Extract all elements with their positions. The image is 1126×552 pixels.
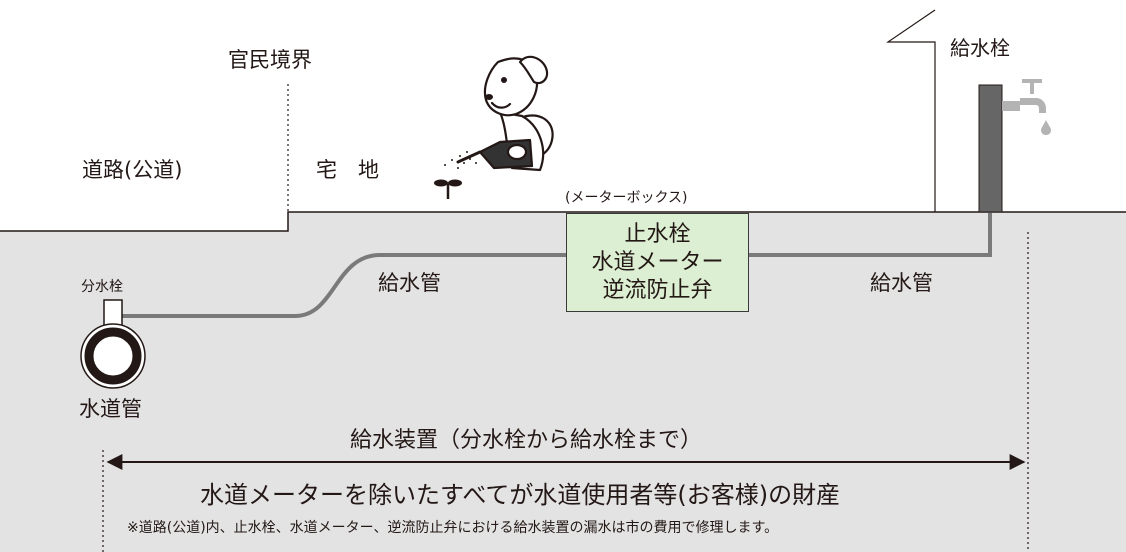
- residential-label: 宅 地: [316, 158, 379, 182]
- ownership-statement: 水道メーターを除いたすべてが水道使用者等(お客様)の財産: [200, 481, 841, 509]
- dog-with-watering-can-icon: [456, 55, 554, 172]
- ground-surface-line: [0, 211, 1126, 232]
- faucet-post: [978, 84, 1003, 213]
- meter-box-line-stop-valve: 止水栓: [624, 221, 691, 247]
- meter-box-line-water-meter: 水道メーター: [591, 249, 724, 275]
- repair-note: ※道路(公道)内、止水栓、水道メーター、逆流防止弁における給水装置の漏水は市の費…: [127, 520, 779, 536]
- supply-pipe-label-right: 給水管: [870, 271, 933, 295]
- supply-pipe-right: [749, 212, 992, 257]
- branch-valve-label: 分水栓: [81, 279, 123, 295]
- faucet-icon: [1002, 79, 1051, 135]
- boundary-label: 官民境界: [228, 48, 312, 72]
- meter-box-caption: (メーターボックス): [565, 190, 688, 206]
- meter-box-line-backflow-valve: 逆流防止弁: [602, 277, 713, 303]
- hydrant-label: 給水栓: [950, 36, 1010, 60]
- water-main-label: 水道管: [79, 397, 142, 421]
- road-label: 道路(公道): [82, 158, 183, 182]
- supply-pipe: [122, 253, 566, 318]
- meter-box: 止水栓 水道メーター 逆流防止弁: [566, 213, 749, 312]
- supply-range-title: 給水装置（分水栓から給水栓まで）: [350, 428, 703, 453]
- sprout-icon: [434, 151, 477, 199]
- supply-pipe-label-left: 給水管: [378, 271, 441, 295]
- house-outline: [886, 9, 936, 212]
